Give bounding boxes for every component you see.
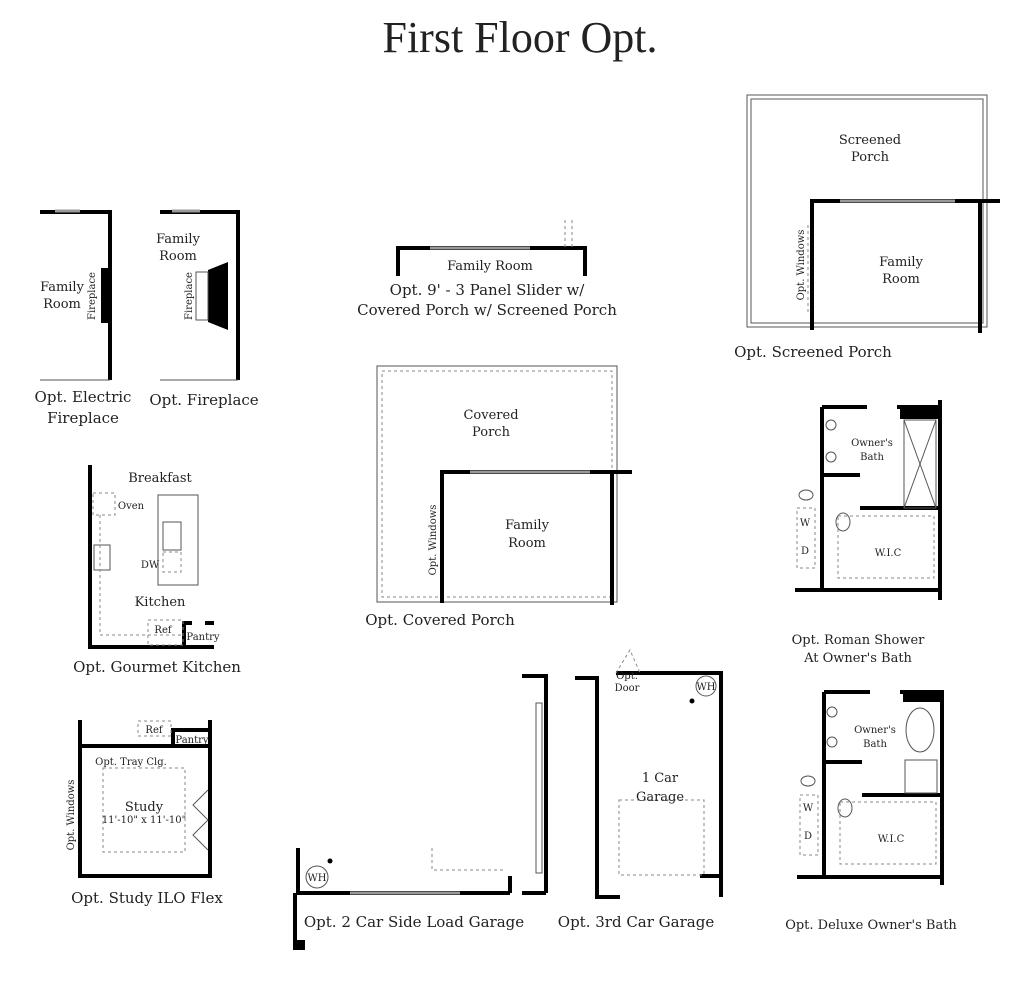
porch-label: Screened	[839, 133, 901, 148]
porch-label: Porch	[472, 425, 511, 440]
dishwasher-icon	[162, 551, 182, 573]
toilet-icon	[837, 798, 853, 818]
room-label: Family	[879, 255, 924, 270]
fireplace-icon	[208, 262, 228, 330]
sink-icon	[825, 419, 837, 431]
shower-icon	[904, 759, 938, 794]
sink-icon	[826, 736, 838, 748]
fixture-label: W	[800, 518, 811, 529]
fixture-label: WH	[697, 682, 716, 693]
porch-label: Porch	[851, 150, 890, 165]
room-label: Breakfast	[128, 471, 192, 486]
island	[157, 494, 199, 586]
room-label: Owner's	[854, 725, 896, 736]
electric-fireplace-icon	[101, 268, 109, 323]
room-label: Room	[159, 249, 197, 264]
sink-icon	[826, 706, 838, 718]
fixture-label: D	[801, 546, 809, 557]
toilet-icon	[835, 512, 851, 532]
laundry-sink-icon	[800, 775, 816, 787]
plan-caption: Opt. Electric	[35, 388, 132, 406]
plan-caption: Opt. 3rd Car Garage	[558, 913, 715, 931]
fixture-label: D	[804, 831, 812, 842]
plan-panel-slider: Family Room Opt. 9' - 3 Panel Slider w/ …	[357, 220, 617, 319]
plan-caption: Opt. Deluxe Owner's Bath	[785, 918, 957, 933]
fixture-label: DW	[141, 560, 160, 571]
room-label: Family	[156, 232, 201, 247]
fixture-label: W	[803, 803, 814, 814]
fixture-label: Pantry	[175, 735, 208, 746]
fixture-label: Ref	[154, 625, 172, 636]
room-label: Room	[508, 536, 546, 551]
plan-caption: Opt. 2 Car Side Load Garage	[304, 913, 524, 931]
plan-caption: Opt. Study ILO Flex	[71, 889, 223, 907]
plan-electric-fireplace: Family Room Fireplace Opt. Electric Fire…	[35, 209, 132, 427]
plan-fireplace: Family Room Fireplace Opt. Fireplace	[149, 209, 259, 409]
room-label: Bath	[863, 739, 887, 750]
shower-icon	[903, 419, 937, 509]
plan-caption: Opt. Gourmet Kitchen	[73, 658, 241, 676]
windows-label: Opt. Windows	[428, 505, 439, 576]
door-label: Door	[615, 683, 640, 694]
windows-label: Opt. Windows	[796, 230, 807, 301]
room-label: Family Room	[447, 259, 533, 274]
bathtub-icon	[905, 707, 935, 753]
washer-dryer-icon	[796, 507, 816, 569]
plan-caption: At Owner's Bath	[803, 651, 912, 666]
cooktop-icon	[93, 544, 111, 571]
water-heater-icon	[305, 865, 329, 889]
plan-covered-porch: Covered Porch Family Room Opt. Windows O…	[365, 365, 632, 629]
plan-gourmet-kitchen: Breakfast Oven DW Kitchen Ref Pantry Opt…	[73, 465, 241, 676]
fixture-label: Ref	[145, 725, 163, 736]
sink-icon	[825, 451, 837, 463]
plan-caption: Fireplace	[47, 409, 119, 427]
room-label: Study	[125, 800, 164, 815]
windows-label: Opt. Windows	[66, 780, 77, 851]
laundry-sink-icon	[798, 489, 814, 501]
room-dimensions: 11'-10" x 11'-10"	[102, 815, 186, 826]
plan-caption: Covered Porch w/ Screened Porch	[357, 301, 617, 319]
ceiling-label: Opt. Tray Clg.	[95, 757, 167, 768]
fixture-label: Fireplace	[184, 272, 195, 320]
plan-side-load-garage: WH Opt. 2 Car Side Load Garage	[293, 674, 548, 950]
fixture-label: Oven	[118, 501, 145, 512]
plan-caption: Opt. Roman Shower	[792, 633, 926, 648]
fixture-label: WH	[308, 873, 327, 884]
plan-caption: Opt. Covered Porch	[365, 611, 515, 629]
door-label: Opt.	[616, 671, 638, 682]
room-label: Room	[43, 297, 81, 312]
room-label: Kitchen	[135, 595, 186, 610]
room-label: W.I.C	[875, 548, 902, 559]
room-label: Bath	[860, 452, 884, 463]
room-label: Garage	[636, 790, 684, 805]
room-label: Family	[40, 280, 85, 295]
plan-caption: Opt. 9' - 3 Panel Slider w/	[390, 281, 586, 299]
fixture-label: Fireplace	[87, 272, 98, 320]
room-label: Room	[882, 272, 920, 287]
room-label: 1 Car	[642, 771, 679, 786]
plan-study: Ref Pantry Opt. Tray Clg. Study 11'-10" …	[66, 720, 223, 907]
plan-third-car-garage: Opt. Door WH 1 Car Garage Opt. 3rd Car G…	[558, 648, 723, 931]
room-label: W.I.C	[878, 834, 905, 845]
page-title: First Floor Opt.	[382, 13, 657, 62]
plan-screened-porch: Screened Porch Family Room Opt. Windows …	[734, 94, 1000, 361]
plan-roman-shower: Owner's Bath W D W.I.C Opt. Roman Shower…	[792, 400, 942, 666]
fixture-label: Pantry	[186, 632, 219, 643]
room-label: Family	[505, 518, 550, 533]
sink-icon	[162, 521, 182, 551]
porch-label: Covered	[463, 408, 518, 423]
water-heater-icon	[695, 675, 717, 697]
plan-deluxe-bath: Owner's Bath W D W.I.C Opt. Deluxe Owner…	[785, 690, 957, 933]
oven-icon	[92, 492, 116, 516]
plan-caption: Opt. Fireplace	[149, 391, 258, 409]
room-label: Owner's	[851, 438, 893, 449]
plan-caption: Opt. Screened Porch	[734, 343, 892, 361]
washer-dryer-icon	[799, 794, 819, 856]
